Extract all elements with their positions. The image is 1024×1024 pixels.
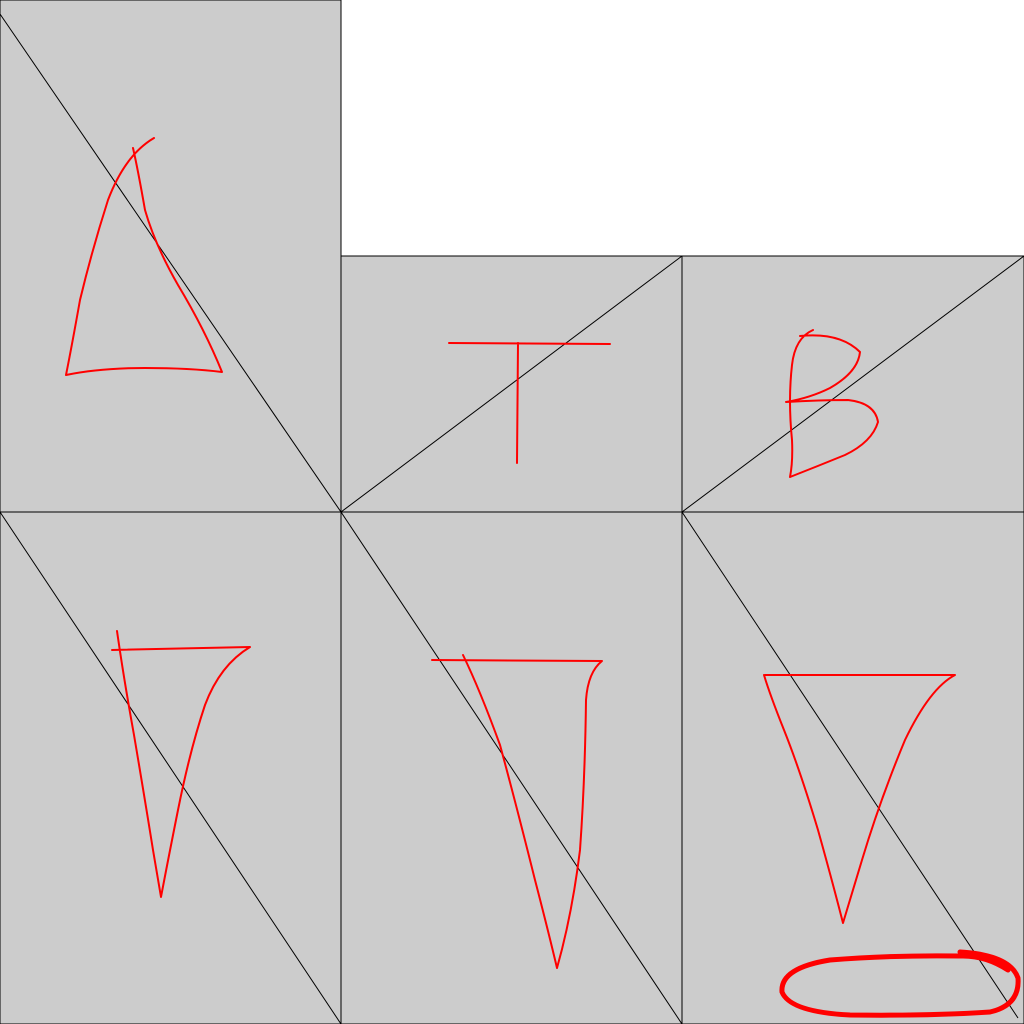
panel-top-left — [0, 0, 342, 513]
letter-b-sketch — [785, 329, 879, 478]
inverted-triangle-sketch — [431, 654, 603, 969]
panel-middle-top — [340, 255, 683, 513]
panel-bottom-right — [681, 511, 1024, 1024]
panel-bottom-middle — [340, 511, 683, 1024]
panel-bottom-left — [0, 511, 342, 1024]
inverted-triangle-sketch — [763, 674, 956, 924]
red-ellipse-highlight — [779, 949, 1021, 1018]
inverted-triangle-sketch — [111, 630, 251, 898]
panel-right-top — [681, 255, 1024, 513]
letter-t-sketch — [448, 342, 611, 464]
triangle-sketch — [65, 137, 223, 376]
